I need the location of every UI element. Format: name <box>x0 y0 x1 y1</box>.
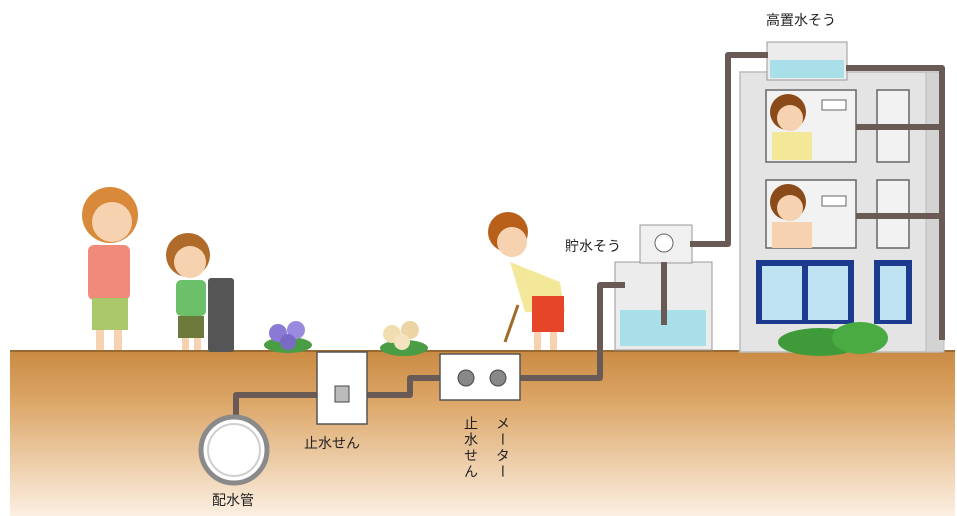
child-figure <box>166 233 210 350</box>
elevated-tank <box>766 41 848 81</box>
elevated-tank-label: 高置水そう <box>766 13 836 29</box>
watering-woman-figure <box>488 212 565 350</box>
distribution-main-label: 配水管 <box>212 493 254 509</box>
distribution-main-pipe <box>198 414 270 486</box>
person-floor2 <box>770 184 847 248</box>
meter-box <box>439 353 521 401</box>
storage-tank-label: 貯水そう <box>565 239 621 255</box>
valve-box-left <box>316 351 368 425</box>
flowers-left <box>264 321 312 353</box>
person-floor1 <box>770 94 847 160</box>
woman-figure <box>82 187 138 350</box>
stop-valve-left-label: 止水せん <box>304 436 360 452</box>
stop-valve-right-label: 止水せん <box>462 416 478 480</box>
pipes <box>233 52 945 420</box>
garden-faucet-post <box>208 278 234 352</box>
meter-label: メーター <box>494 416 510 480</box>
flowers-right <box>380 321 428 356</box>
